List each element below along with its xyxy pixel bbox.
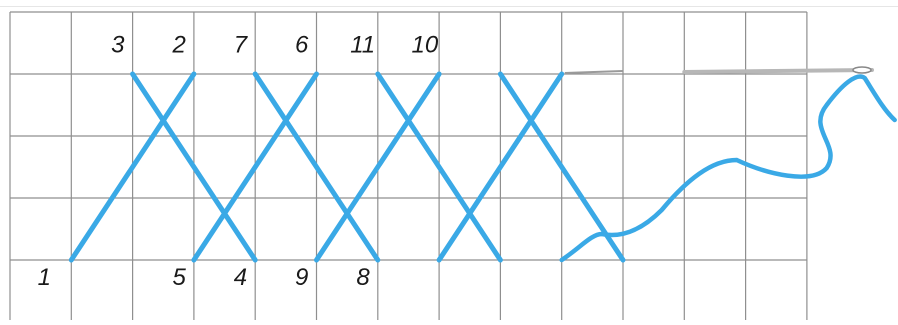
stitch-order-label: 2 (171, 31, 185, 58)
needle-guide-line (565, 71, 623, 73)
stitch-order-label: 5 (172, 264, 186, 291)
stitch-order-label: 8 (356, 264, 370, 291)
stitch-order-label: 1 (38, 264, 51, 291)
stitch-order-label: 7 (234, 31, 249, 58)
stitch-order-label: 6 (295, 31, 309, 58)
stitch-order-label: 11 (350, 31, 375, 58)
stitch-order-label: 9 (295, 264, 308, 291)
thread (71, 74, 894, 260)
thread-tail (562, 77, 895, 260)
needle (565, 67, 872, 73)
stitch-order-label: 3 (111, 31, 125, 58)
needle-eye (853, 67, 871, 73)
stitch-order-label: 4 (234, 264, 247, 291)
needle-shaft (684, 70, 872, 72)
stitch-order-label: 10 (412, 31, 439, 58)
stitch-grid (10, 12, 807, 320)
stitch-order-labels: 3 2 7 6 11 10 1 5 4 9 8 (38, 31, 439, 291)
